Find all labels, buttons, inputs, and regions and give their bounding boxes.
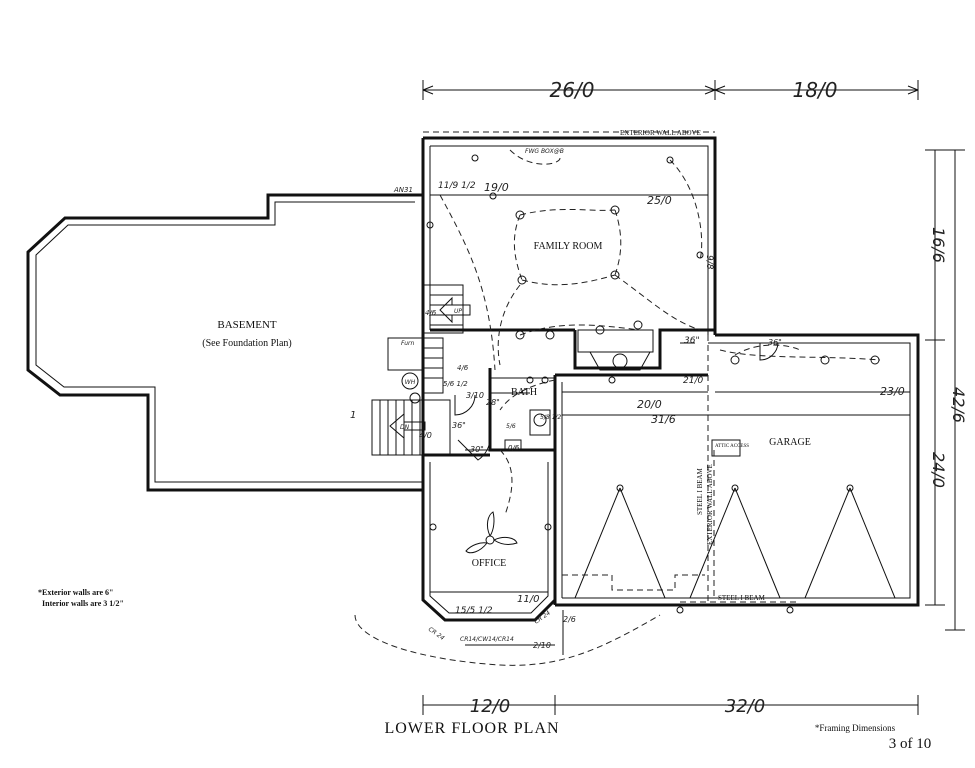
electrical-circuits [354, 149, 881, 666]
wall-note-exterior: *Exterior walls are 6" [38, 588, 113, 597]
dim-4-6: 4/6 [425, 309, 437, 317]
attic-access-label: ATTIC ACCESS [715, 444, 749, 449]
office-label: OFFICE [472, 558, 506, 569]
dim-g-width-a: 20/0 [637, 398, 662, 411]
basement-outline [26, 193, 423, 492]
dim-bottom-right: 32/0 [725, 696, 765, 717]
dim-21: 21/0 [683, 376, 703, 386]
dim-right-lower: 24/0 [929, 452, 948, 488]
dim-top-left: 26/0 [550, 78, 595, 102]
interior-dimension-labels: 25/0 11/9 1/2 19/0 9/8 20/0 31/6 23/0 11… [419, 181, 905, 650]
interior-dimensions [430, 194, 910, 655]
dim-right-total: 42/6 [949, 387, 968, 423]
dim-5-6: 5/6 1/2 [443, 380, 468, 388]
water-heater-label: WH [405, 379, 416, 386]
furnace-label: Furn [401, 340, 414, 347]
dim-0-6: 0/6 [508, 444, 520, 452]
dim-36-a: 36" [684, 336, 700, 346]
dim-fr-left: 11/9 1/2 [438, 181, 476, 191]
attic-access-hatch [711, 439, 741, 457]
an31-label: AN31 [393, 186, 413, 194]
dim-28: 28" [486, 398, 500, 407]
fwg-box-label: FWG BOX@B [525, 148, 564, 155]
framing-note: *Framing Dimensions [815, 723, 896, 733]
dim-o-window: 15/5 1/2 [455, 606, 493, 616]
exterior-wall-above-side: EXTERIOR WALL ABOVE [706, 464, 714, 545]
fireplace [577, 329, 654, 353]
dim-right-upper: 16/6 [929, 227, 948, 263]
stair-down [371, 399, 451, 456]
room-labels: BASEMENT (See Foundation Plan) FAMILY RO… [202, 241, 811, 569]
bath-label: BATH [511, 387, 537, 398]
dim-g-width-c: 23/0 [880, 385, 905, 398]
dim-4-0: 4/0 [419, 431, 432, 440]
dim-2-6: 2/6 [563, 615, 576, 624]
right-dimension-lines: 16/6 24/0 42/6 [925, 149, 968, 631]
cr24-left: CR 24 [427, 626, 446, 642]
window-bottom-label: CR14/CW14/CR14 [460, 636, 514, 643]
dim-g-width-b: 31/6 [651, 413, 676, 426]
steel-beam-vertical: STEEL I BEAM [696, 467, 704, 515]
note-1: 1 [350, 410, 356, 421]
page-number: 3 of 10 [889, 736, 932, 752]
dim-5-8: 5/8 1/2 [540, 414, 561, 421]
dim-bottom-left: 12/0 [470, 696, 510, 717]
bottom-dimension-line: 12/0 32/0 [422, 695, 919, 717]
plan-annotations: EXTERIOR WALL ABOVE EXTERIOR WALL ABOVE … [350, 129, 766, 643]
dim-30: 30" [470, 445, 484, 454]
dim-fr-inner: 19/0 [484, 181, 509, 194]
dim-fr-height: 9/8 [704, 255, 714, 270]
stair-up-label: UP [454, 308, 462, 315]
steel-beam-horizontal: STEEL I BEAM [718, 594, 766, 602]
top-dimension-line: 26/0 18/0 [422, 78, 919, 102]
dim-o-width: 11/0 [517, 594, 539, 605]
garage-label: GARAGE [769, 437, 811, 448]
dim-3-10: 3/10 [466, 391, 484, 400]
dim-fr-width: 25/0 [647, 194, 672, 207]
door-swings [454, 342, 779, 461]
wall-note-interior: Interior walls are 3 1/2" [42, 599, 124, 608]
basement-note: (See Foundation Plan) [202, 338, 291, 349]
dim-36-c: 36" [452, 421, 466, 430]
furnace [387, 337, 424, 371]
dim-5-6b: 5/6 [506, 423, 516, 430]
ceiling-fan-icon [465, 511, 518, 554]
dim-4-6b: 4/6 [457, 364, 469, 372]
stair-down-label: DN [400, 424, 410, 431]
dim-2-10: 2/10 [533, 641, 551, 650]
exterior-wall-above-top: EXTERIOR WALL ABOVE [620, 129, 701, 137]
water-heater [401, 372, 419, 390]
basement-label: BASEMENT [217, 319, 277, 331]
main-structure [371, 131, 920, 622]
light-fixtures [426, 154, 880, 614]
dim-top-right: 18/0 [793, 78, 838, 102]
dim-36-b: 36" [768, 338, 782, 347]
family-room-label: FAMILY ROOM [534, 241, 603, 252]
plan-title: LOWER FLOOR PLAN [384, 720, 559, 737]
